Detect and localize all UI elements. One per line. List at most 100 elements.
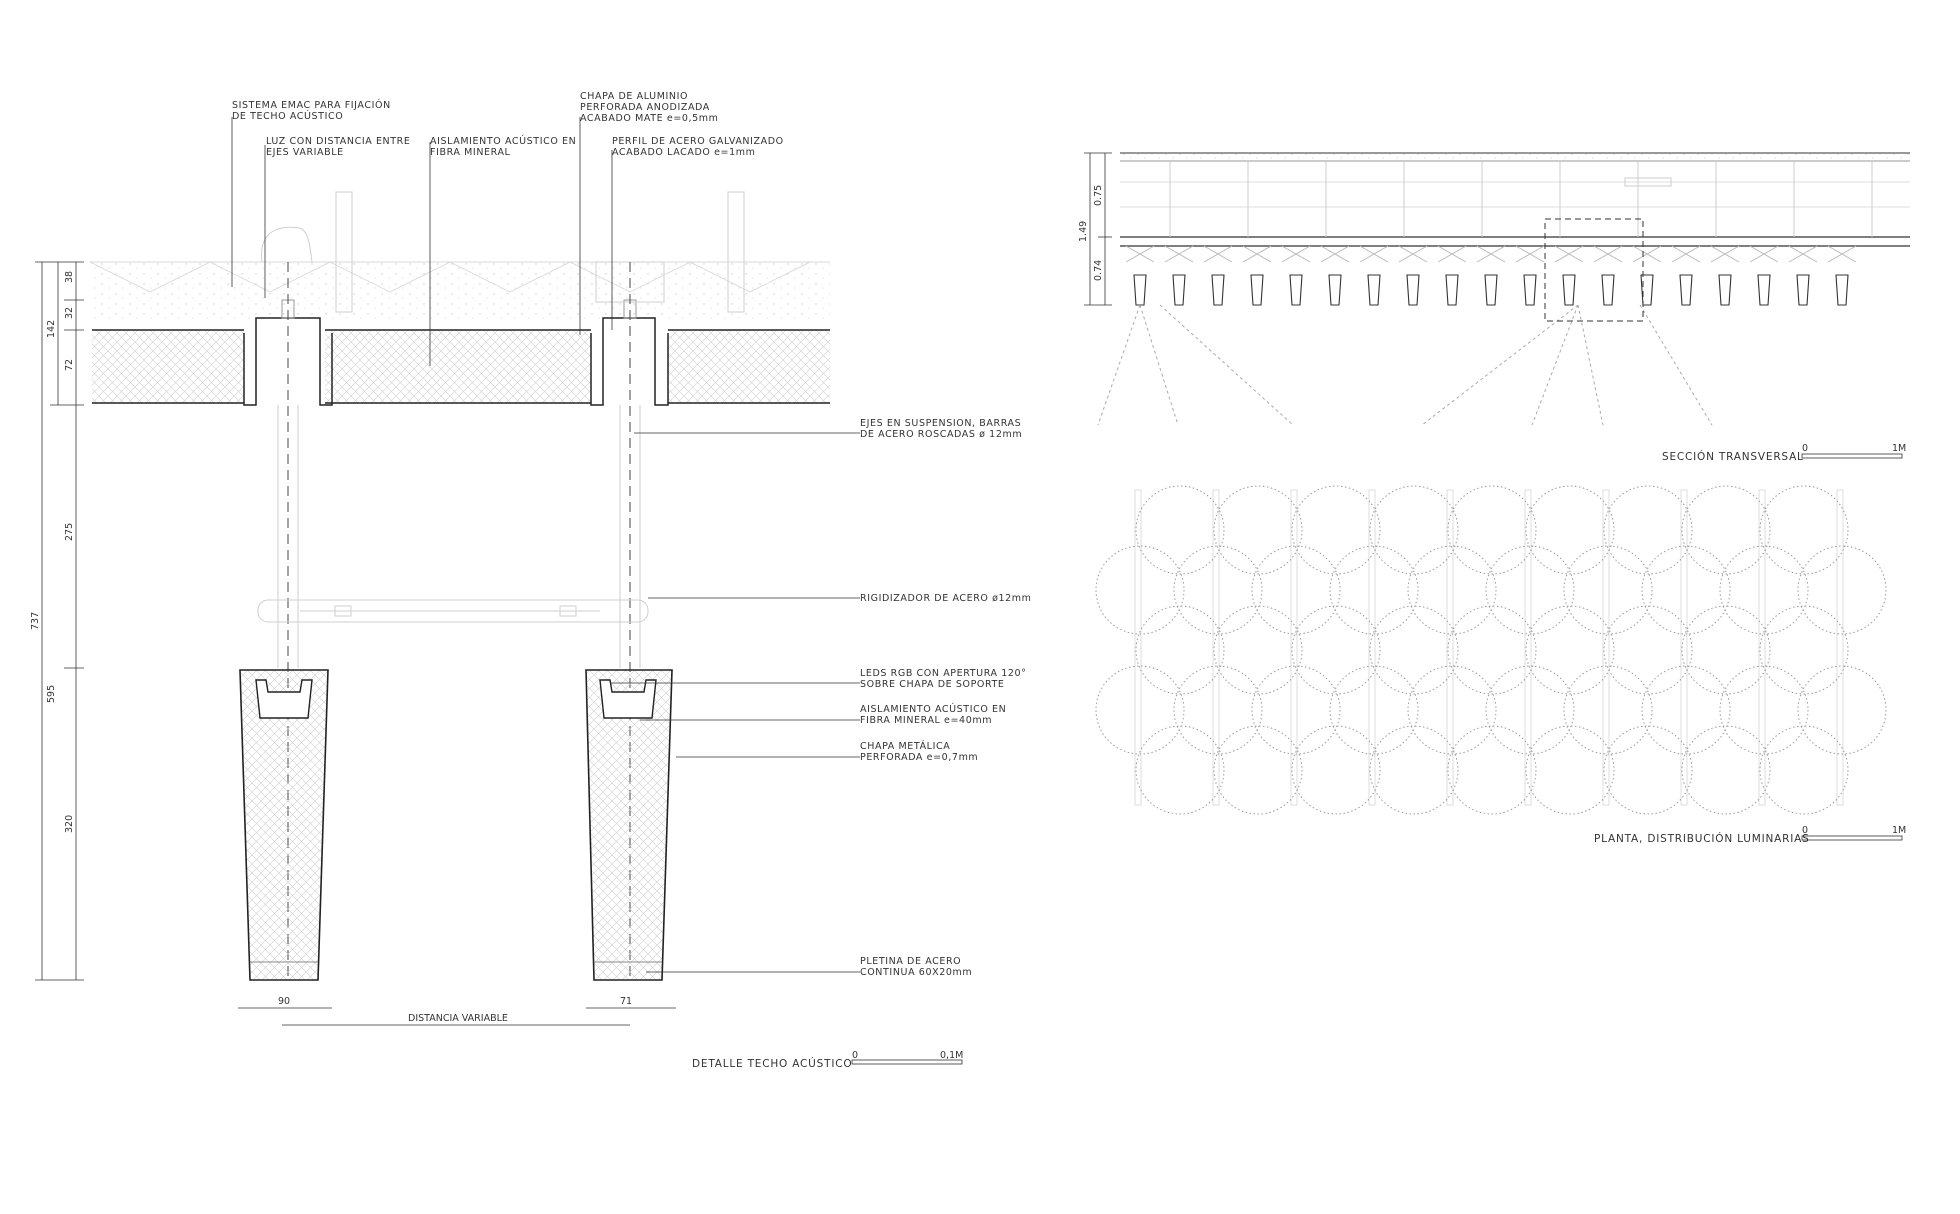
plan-light-circle — [1369, 605, 1459, 695]
plan-rail — [1836, 489, 1844, 806]
plan-rail — [1758, 489, 1766, 806]
section-beam — [1639, 304, 1713, 426]
section-dim-lines — [1084, 152, 1112, 306]
dim-737: 737 — [30, 612, 41, 630]
plan-light-circle — [1447, 485, 1537, 575]
section-luminaire — [1640, 274, 1654, 306]
plan-rail — [1368, 489, 1376, 806]
plan-light-circle — [1407, 545, 1497, 635]
plan-light-circle — [1797, 665, 1887, 755]
plan-light-circle — [1797, 545, 1887, 635]
plan-light-circle — [1213, 485, 1303, 575]
section-luminaires — [1125, 245, 1857, 306]
section-beam — [1531, 304, 1579, 426]
section-brace — [1671, 245, 1701, 263]
section-luminaire — [1172, 274, 1186, 306]
dim-32: 32 — [64, 307, 75, 319]
detail-title-block: DETALLE TECHO ACÚSTICO 0 0,1M — [692, 1050, 963, 1070]
plan-rail — [1134, 489, 1142, 806]
detail-scale-end: 0,1M — [940, 1050, 963, 1061]
section-luminaire — [1562, 274, 1576, 306]
dimension-lines — [35, 261, 676, 1026]
section-beam — [1097, 304, 1141, 426]
plan-rail — [1680, 489, 1688, 806]
plan-light-circle — [1135, 725, 1225, 815]
plan-light-circle — [1213, 725, 1303, 815]
ceiling-slab — [90, 262, 830, 322]
plan-light-circle — [1563, 665, 1653, 755]
plan-light-circle — [1329, 665, 1419, 755]
steel-stiffener — [257, 599, 649, 623]
plan-light-circle — [1173, 545, 1263, 635]
section-luminaire — [1796, 274, 1810, 306]
section-light-beams — [1097, 304, 1713, 426]
dim-275: 275 — [64, 523, 75, 541]
section-beam — [1139, 304, 1179, 426]
section-brace — [1437, 245, 1467, 263]
section-luminaire — [1211, 274, 1225, 306]
dim-distancia-variable: DISTANCIA VARIABLE — [408, 1013, 508, 1024]
leader-lines — [231, 117, 860, 973]
plan-light-circle — [1641, 545, 1731, 635]
dim-320: 320 — [64, 815, 75, 833]
section-brace — [1242, 245, 1272, 263]
plan-light-circle — [1525, 605, 1615, 695]
section-brace — [1710, 245, 1740, 263]
dim-38: 38 — [64, 271, 75, 283]
section-luminaire — [1679, 274, 1693, 306]
section-brace — [1515, 245, 1545, 263]
seccion-transversal: 0.75 1.49 0.74 SECCIÓN TRANSVERSAL 0 1M — [1078, 152, 1910, 463]
section-luminaire — [1523, 274, 1537, 306]
plan-title: PLANTA, DISTRIBUCIÓN LUMINARIAS — [1594, 832, 1810, 845]
dim-90: 90 — [278, 996, 290, 1007]
dim-0-75: 0.75 — [1093, 185, 1104, 206]
plan-light-circle — [1681, 485, 1771, 575]
plan-light-circle — [1135, 605, 1225, 695]
section-luminaire — [1835, 274, 1849, 306]
section-brace — [1476, 245, 1506, 263]
luminaire-right — [585, 669, 673, 981]
plan-light-circle — [1485, 545, 1575, 635]
plan-light-circle — [1719, 665, 1809, 755]
plan-rail — [1446, 489, 1454, 806]
plan-light-circle — [1291, 605, 1381, 695]
plan-light-circle — [1173, 665, 1263, 755]
planta-distribucion-luminarias: PLANTA, DISTRIBUCIÓN LUMINARIAS 0 1M — [1095, 485, 1906, 845]
section-luminaire — [1367, 274, 1381, 306]
luminaire-left — [239, 669, 329, 981]
insulation-panels — [92, 329, 830, 404]
plan-rail — [1212, 489, 1220, 806]
section-luminaire — [1601, 274, 1615, 306]
plan-light-circle — [1095, 545, 1185, 635]
plan-light-circle — [1447, 605, 1537, 695]
section-dim-values: 0.75 1.49 0.74 — [1078, 185, 1104, 281]
plan-light-circle — [1563, 545, 1653, 635]
plan-light-circle — [1291, 725, 1381, 815]
label-rigidizador: RIGIDIZADOR DE ACERO ø12mm — [860, 593, 1032, 604]
section-luminaire — [1757, 274, 1771, 306]
section-brace — [1125, 245, 1155, 263]
dim-1-49: 1.49 — [1078, 221, 1089, 242]
plan-rail — [1602, 489, 1610, 806]
section-luminaire — [1718, 274, 1732, 306]
dim-72: 72 — [64, 359, 75, 371]
plan-light-circle — [1603, 725, 1693, 815]
section-luminaire — [1250, 274, 1264, 306]
section-brace — [1593, 245, 1623, 263]
plan-light-circle — [1095, 665, 1185, 755]
section-beam — [1159, 304, 1294, 426]
section-brace — [1632, 245, 1662, 263]
section-brace — [1398, 245, 1428, 263]
plan-light-circle — [1485, 665, 1575, 755]
dim-595: 595 — [46, 685, 57, 703]
plan-light-circle — [1135, 485, 1225, 575]
section-brace — [1554, 245, 1584, 263]
section-hangers — [1169, 161, 1873, 237]
